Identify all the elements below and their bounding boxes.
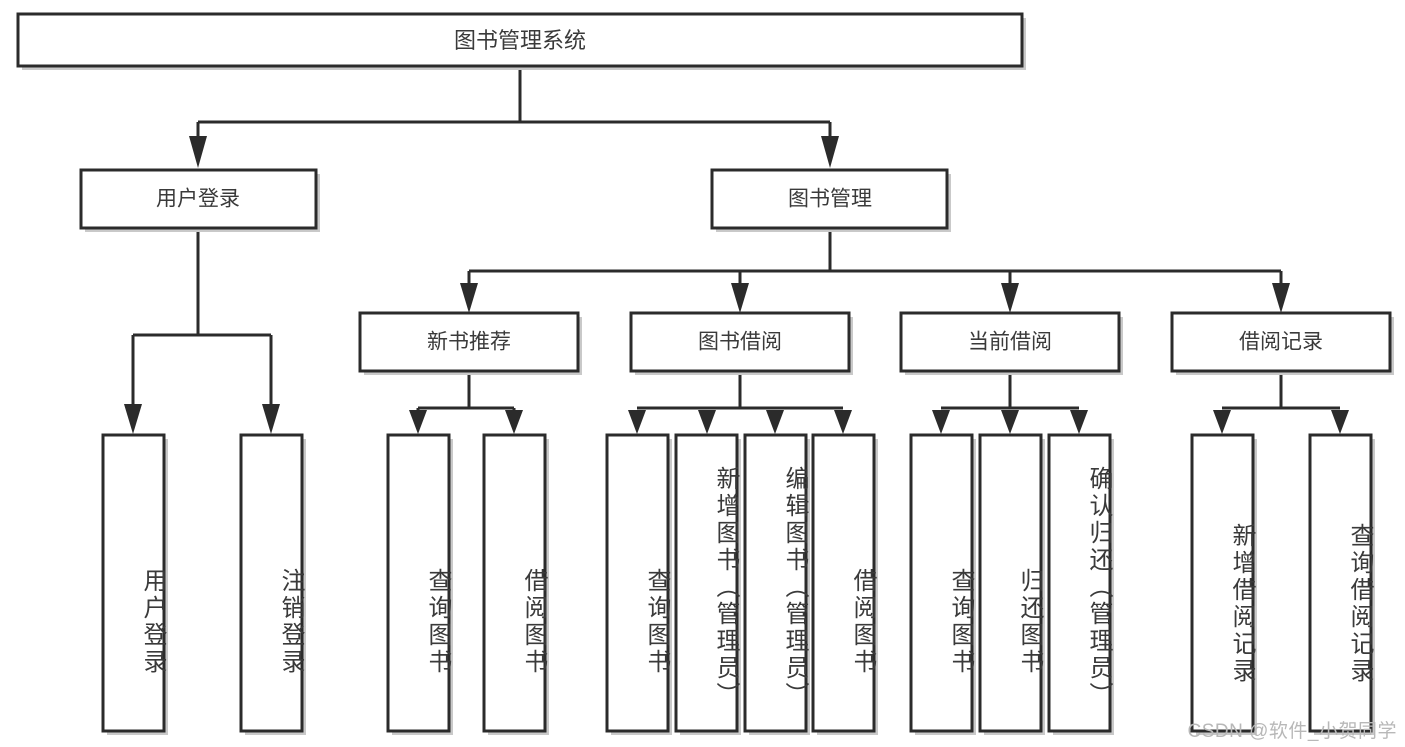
leaf-logout-rect[interactable] [239,433,304,733]
node-bb-rect [629,311,851,373]
arrowhead-leaf-edit-book-admin [766,410,784,434]
arrowhead-current-borrow [1001,283,1019,313]
node-cb-label: 当前借阅 [968,331,1052,354]
connector-layer [124,66,1349,434]
node-new-book-recommend[interactable]: 新书推荐 [358,311,582,375]
node-user-login-rect [79,168,318,230]
leaf-add-borrow-record-rect[interactable] [1190,433,1255,733]
arrowhead-book-management [821,136,839,168]
node-bb-label: 图书借阅 [698,331,782,354]
watermark-text: CSDN @软件_小贺同学 [1187,721,1397,742]
arrowhead-book-borrow [731,283,749,313]
node-br-rect [1170,311,1392,373]
leaf-query-borrow-record-rect[interactable] [1308,433,1373,733]
node-book-borrow[interactable]: 图书借阅 [629,311,853,375]
node-root-system[interactable]: 图书管理系统 [16,12,1026,70]
arrowhead-user-login [189,136,207,168]
leaf-borrow-book-rect[interactable] [811,433,876,733]
node-book-management-label: 图书管理 [788,188,872,211]
leaf-query-book-current-rect[interactable] [909,433,974,733]
leaf-return-book-rect[interactable] [978,433,1043,733]
leaf-edit-book-admin-rect[interactable] [743,433,808,733]
node-cb-rect [899,311,1121,373]
node-book-management[interactable]: 图书管理 [710,168,951,232]
node-root-label: 图书管理系统 [454,28,586,53]
leaf-borrow-book-recommend-rect[interactable] [482,433,547,733]
leaf-confirm-return-admin-rect[interactable] [1047,433,1112,733]
leaf-box-layer [101,433,1375,735]
arrowhead-leaf-borrow-book-recommend [505,410,523,434]
arrowhead-leaf-add-borrow-record [1213,410,1231,434]
arrowhead-borrow-record [1272,283,1290,313]
arrowhead-leaf-logout [262,404,280,434]
arrowhead-new-book-recommend [460,283,478,313]
node-user-login-label: 用户登录 [156,188,240,211]
leaf-add-book-admin-rect[interactable] [674,433,739,733]
node-nbr-rect [358,311,580,373]
leaf-user-login-rect[interactable] [101,433,166,733]
node-borrow-record[interactable]: 借阅记录 [1170,311,1394,375]
node-current-borrow[interactable]: 当前借阅 [899,311,1123,375]
leaf-query-book-recommend-rect[interactable] [386,433,451,733]
arrowhead-leaf-confirm-return-admin [1070,410,1088,434]
leaf-query-book-borrow-rect[interactable] [605,433,670,733]
node-nbr-label: 新书推荐 [427,331,511,354]
node-user-login[interactable]: 用户登录 [79,168,320,232]
arrowhead-leaf-return-book [1001,410,1019,434]
arrowhead-leaf-query-book-recommend [409,410,427,434]
node-book-management-rect [710,168,949,230]
arrowhead-leaf-query-book-borrow [628,410,646,434]
arrowhead-leaf-add-book-admin [698,410,716,434]
arrowhead-leaf-query-borrow-record [1331,410,1349,434]
node-br-label: 借阅记录 [1239,331,1323,354]
arrowhead-leaf-query-book-current [932,410,950,434]
arrowhead-leaf-borrow-book [834,410,852,434]
node-root-rect [16,12,1024,68]
arrowhead-leaf-user-login [124,404,142,434]
